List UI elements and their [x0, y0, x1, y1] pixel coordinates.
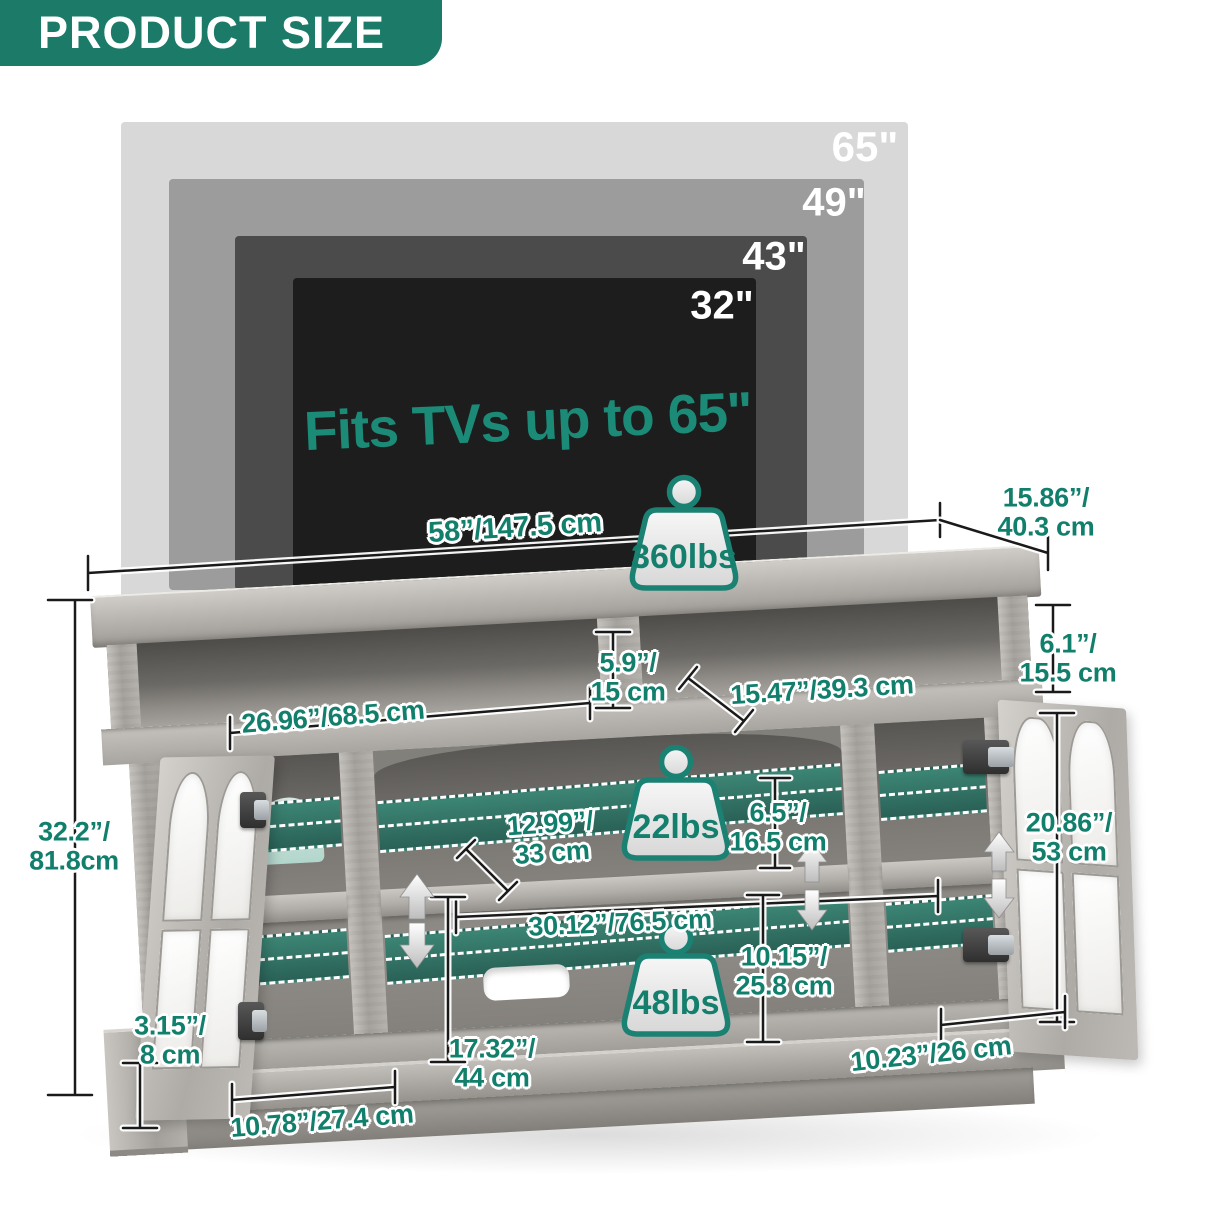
media-side-panel — [106, 643, 142, 729]
right-cabinet-door-open — [997, 699, 1139, 1061]
dim-label-line: 15.86”/ — [1002, 482, 1090, 513]
dim-label-shelf-depth: 12.99”/ 33 cm — [506, 805, 596, 870]
door-hinge-icon — [963, 928, 1014, 962]
door-glass-pane — [199, 928, 250, 1069]
dim-label-base-height: 3.15”/ 8 cm — [134, 1011, 206, 1068]
dim-label-line: 10.15”/ — [740, 941, 828, 972]
dim-label-line: 6.5”/ — [749, 797, 807, 828]
door-glass-pane — [162, 771, 213, 922]
dim-label-line: 3.15”/ — [134, 1010, 206, 1041]
dim-label-line: 44 cm — [454, 1062, 530, 1092]
dim-label-line: 6.1”/ — [1039, 628, 1097, 659]
door-hinge-icon — [238, 1002, 267, 1040]
tv-size-65-label: 65" — [831, 123, 899, 170]
dim-label-line: 53 cm — [1031, 836, 1107, 866]
dim-label-line: 40.3 cm — [997, 511, 1095, 541]
door-hinge-icon — [240, 792, 269, 828]
dim-label-cabinet-inner-height: 17.32”/ 44 cm — [448, 1033, 536, 1092]
door-glass-pane — [1071, 872, 1124, 1016]
dim-label-line: 25.8 cm — [735, 970, 833, 1000]
tv-size-43-label: 43" — [742, 234, 806, 279]
dim-label-overall-height: 32.2”/ 81.8cm — [29, 817, 119, 874]
dim-label-media-height: 5.9”/ 15 cm — [590, 648, 665, 705]
dim-label-top-depth: 15.86”/ 40.3 cm — [998, 483, 1095, 540]
dim-label-line: 5.9”/ — [599, 647, 657, 678]
dim-label-line: 20.86”/ — [1025, 807, 1113, 838]
page-title: PRODUCT SIZE — [38, 7, 386, 58]
dim-label-lower-shelf-height: 10.15”/ 25.8 cm — [736, 942, 833, 999]
dim-label-door-height: 20.86”/ 53 cm — [1025, 807, 1113, 866]
dim-label-line: 15.5 cm — [1019, 657, 1117, 687]
tv-size-49-label: 49" — [802, 180, 866, 225]
tv-size-32-label: 32" — [690, 283, 754, 328]
dim-label-line: 33 cm — [513, 834, 591, 870]
dim-label-line: 16.5 cm — [729, 826, 827, 856]
dim-label-upper-shelf-height: 6.5”/ 16.5 cm — [730, 798, 827, 855]
dim-label-line: 15 cm — [590, 676, 666, 706]
dim-label-line: 17.32”/ — [448, 1033, 536, 1064]
dim-label-line: 81.8cm — [29, 845, 119, 875]
dim-label-line: 32.2”/ — [38, 816, 110, 847]
door-glass-pane — [1016, 868, 1069, 1012]
cable-management-hole — [482, 963, 571, 1002]
dim-label-line: 8 cm — [139, 1039, 201, 1069]
door-hinge-icon — [963, 740, 1014, 774]
page-title-banner: PRODUCT SIZE — [0, 0, 442, 66]
dim-label-top-section-height: 6.1”/ 15.5 cm — [1020, 629, 1117, 686]
